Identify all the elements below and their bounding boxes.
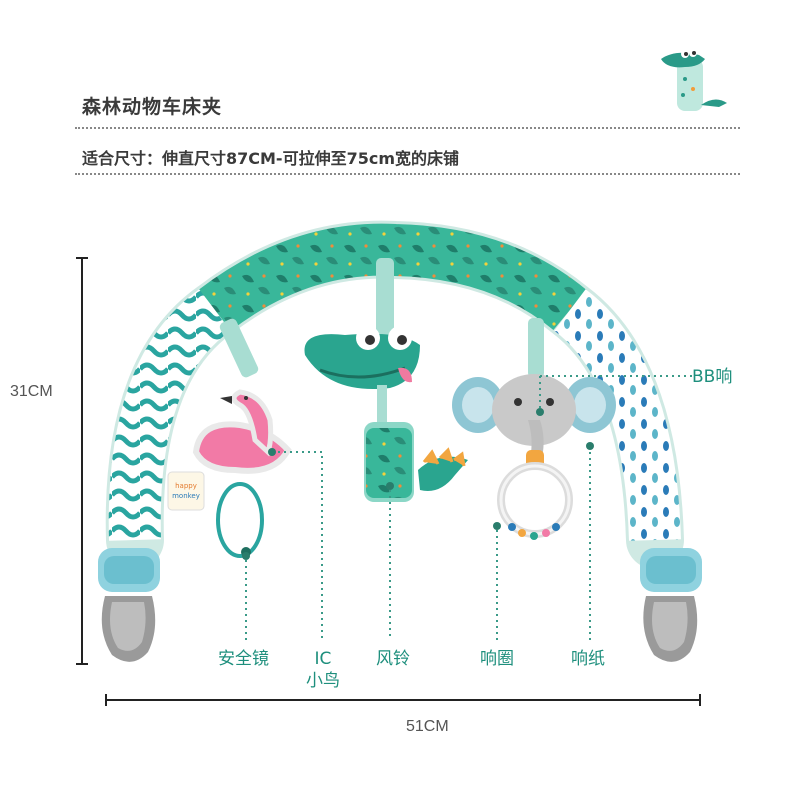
callout-mirror: 安全镜 xyxy=(218,649,269,669)
elephant-toy xyxy=(452,374,616,540)
brand-tag-text: happy xyxy=(175,482,197,490)
divider xyxy=(75,127,740,129)
left-clamp xyxy=(98,548,160,662)
callout-ic: IC 小鸟 xyxy=(306,648,340,692)
callout-ring: 响圈 xyxy=(480,649,514,669)
height-dimension-label: 31CM xyxy=(10,383,53,400)
callout-windbell: 风铃 xyxy=(376,649,410,669)
divider xyxy=(75,173,740,175)
callout-dots xyxy=(242,408,594,560)
callout-ic-label: IC xyxy=(314,649,332,669)
crocodile-toy xyxy=(304,326,468,502)
crocodile-logo-icon xyxy=(661,49,727,111)
height-dimension-line xyxy=(76,257,88,665)
callout-bird-label: 小鸟 xyxy=(306,671,340,691)
width-dimension-line xyxy=(105,694,701,706)
product-title: 森林动物车床夹 xyxy=(82,96,223,118)
width-dimension-label: 51CM xyxy=(406,718,449,735)
callout-leader-lines xyxy=(245,375,694,640)
fit-size-text: 适合尺寸：伸直尺寸87CM-可拉伸至75cm宽的床铺 xyxy=(82,149,459,168)
flamingo-toy: happy monkey xyxy=(167,389,292,558)
right-clamp xyxy=(640,548,702,662)
callout-paper: 响纸 xyxy=(571,649,605,669)
callout-bb-squeaker: BB响 xyxy=(692,367,733,387)
svg-text:monkey: monkey xyxy=(172,492,200,500)
